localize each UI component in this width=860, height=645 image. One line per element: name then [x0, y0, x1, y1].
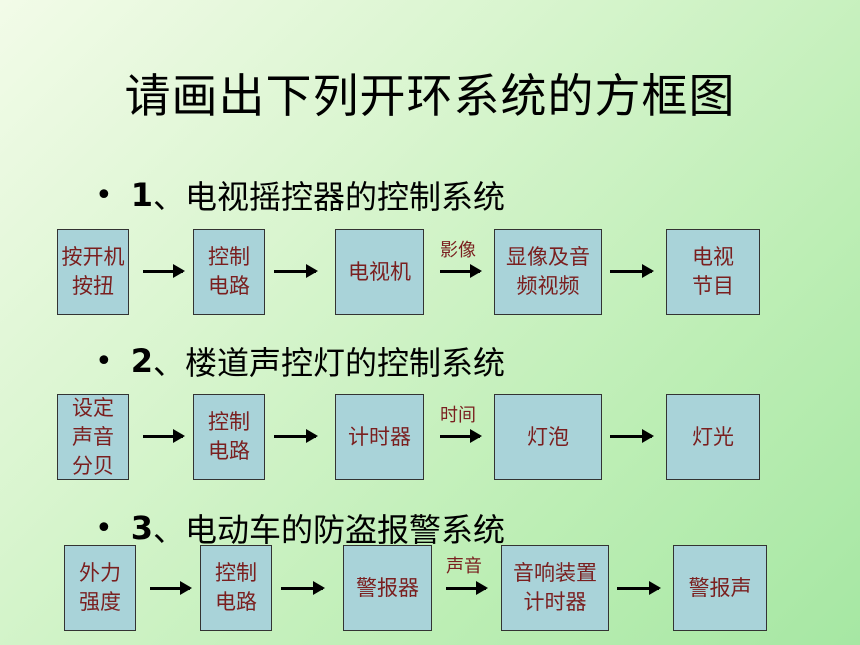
arrow — [150, 581, 192, 595]
arrow — [281, 581, 325, 595]
block-output: 电视 节目 — [666, 229, 760, 315]
signal-label: 时间 — [440, 405, 476, 426]
block-controller: 控制 电路 — [193, 229, 265, 315]
arrow — [440, 429, 482, 443]
bullet-item-2: • 2 、楼道声控灯的控制系统 — [95, 338, 505, 384]
block-input: 外力 强度 — [64, 545, 136, 631]
block-input: 设定 声音 分贝 — [57, 394, 129, 480]
slide-title: 请画出下列开环系统的方框图 — [124, 69, 736, 123]
block-input: 按开机 按扭 — [57, 229, 129, 315]
bullet-number: 2 — [130, 342, 153, 380]
arrow — [274, 429, 318, 443]
signal-label: 影像 — [440, 240, 476, 261]
bullet-dot: • — [95, 343, 113, 379]
arrow — [440, 264, 482, 278]
arrow — [617, 581, 661, 595]
bullet-number: 1 — [130, 176, 153, 214]
bullet-label: 、电视摇控器的控制系统 — [152, 178, 505, 216]
arrow — [446, 581, 488, 595]
arrow — [143, 264, 185, 278]
bullet-label: 、电动车的防盗报警系统 — [152, 511, 505, 549]
bullet-item-3: • 3 、电动车的防盗报警系统 — [95, 505, 505, 551]
block-controller: 控制 电路 — [193, 394, 265, 480]
block-actuator: 警报器 — [343, 545, 432, 631]
signal-label: 声音 — [446, 556, 482, 577]
arrow — [143, 429, 185, 443]
arrow — [610, 429, 654, 443]
block-output: 灯光 — [666, 394, 760, 480]
arrow — [274, 264, 318, 278]
block-output: 警报声 — [673, 545, 767, 631]
block-process: 音响装置 计时器 — [501, 545, 609, 631]
bullet-number: 3 — [130, 509, 153, 547]
bullet-dot: • — [95, 510, 113, 546]
bullet-label: 、楼道声控灯的控制系统 — [152, 344, 505, 382]
block-actuator: 计时器 — [335, 394, 424, 480]
bullet-item-1: • 1 、电视摇控器的控制系统 — [95, 172, 505, 218]
block-actuator: 电视机 — [335, 229, 424, 315]
bullet-dot: • — [95, 177, 113, 213]
arrow — [610, 264, 654, 278]
block-controller: 控制 电路 — [200, 545, 272, 631]
block-process: 显像及音 频视频 — [494, 229, 602, 315]
block-process: 灯泡 — [494, 394, 602, 480]
